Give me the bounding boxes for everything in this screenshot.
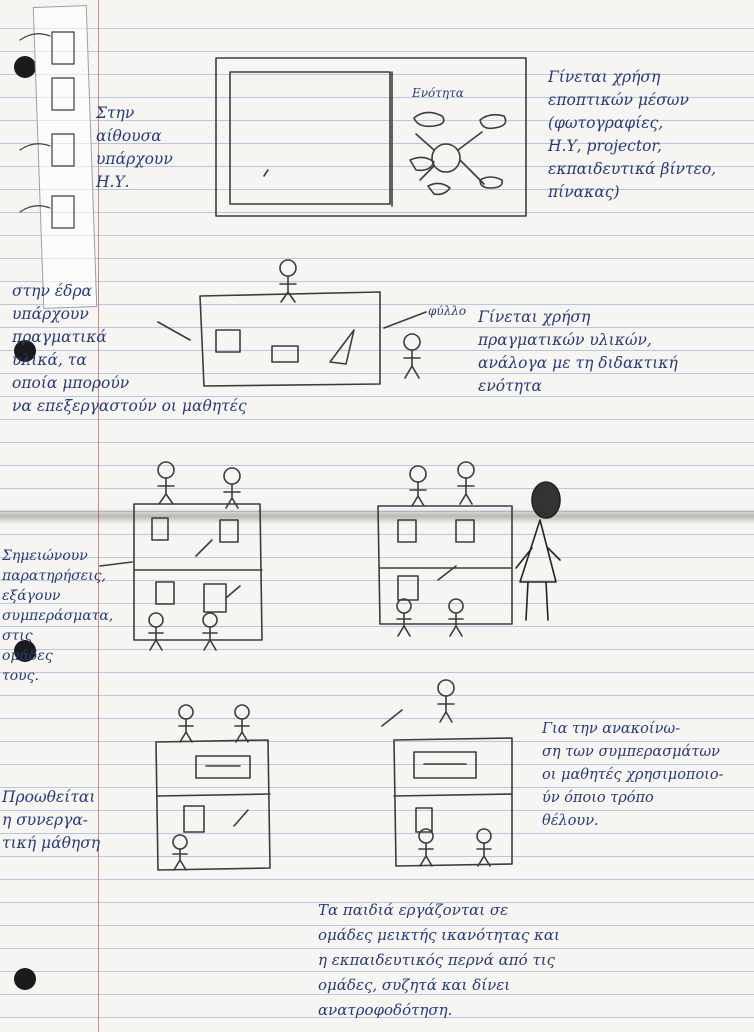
note-group-work: Τα παιδιά εργάζονται σε ομάδες μεικτής ι… — [318, 898, 560, 1023]
note-observations: Σημειώνουν παρατηρήσεις, εξάγουν συμπερά… — [2, 546, 113, 686]
group-table-lower-left — [156, 705, 270, 870]
projection-board — [216, 58, 526, 216]
group-table-upper-left — [100, 462, 262, 650]
note-cooperative-learning: Προωθείται η συνεργα- τική μάθηση — [2, 786, 100, 855]
group-table-lower-right — [382, 680, 512, 866]
note-media-usage: Γίνεται χρήση εποπτικών μέσων (φωτογραφί… — [548, 66, 716, 204]
note-classroom-computers: Στην αίθουσα υπάρχουν Η.Υ. — [96, 102, 173, 194]
tape-boxes — [20, 32, 74, 228]
screen-label: Ενότητα — [412, 86, 464, 100]
leaf-label: φύλλο — [428, 304, 466, 318]
note-desk-materials: στην έδρα υπάρχουν πραγματικά υλικά, τα … — [12, 280, 247, 418]
teacher-with-long-hair — [516, 482, 560, 620]
note-real-materials: Γίνεται χρήση πραγματικών υλικών, ανάλογ… — [478, 306, 678, 398]
group-table-upper-right — [378, 462, 512, 636]
note-results-presentation: Για την ανακοίνω- ση των συμπερασμάτων ο… — [542, 718, 724, 833]
